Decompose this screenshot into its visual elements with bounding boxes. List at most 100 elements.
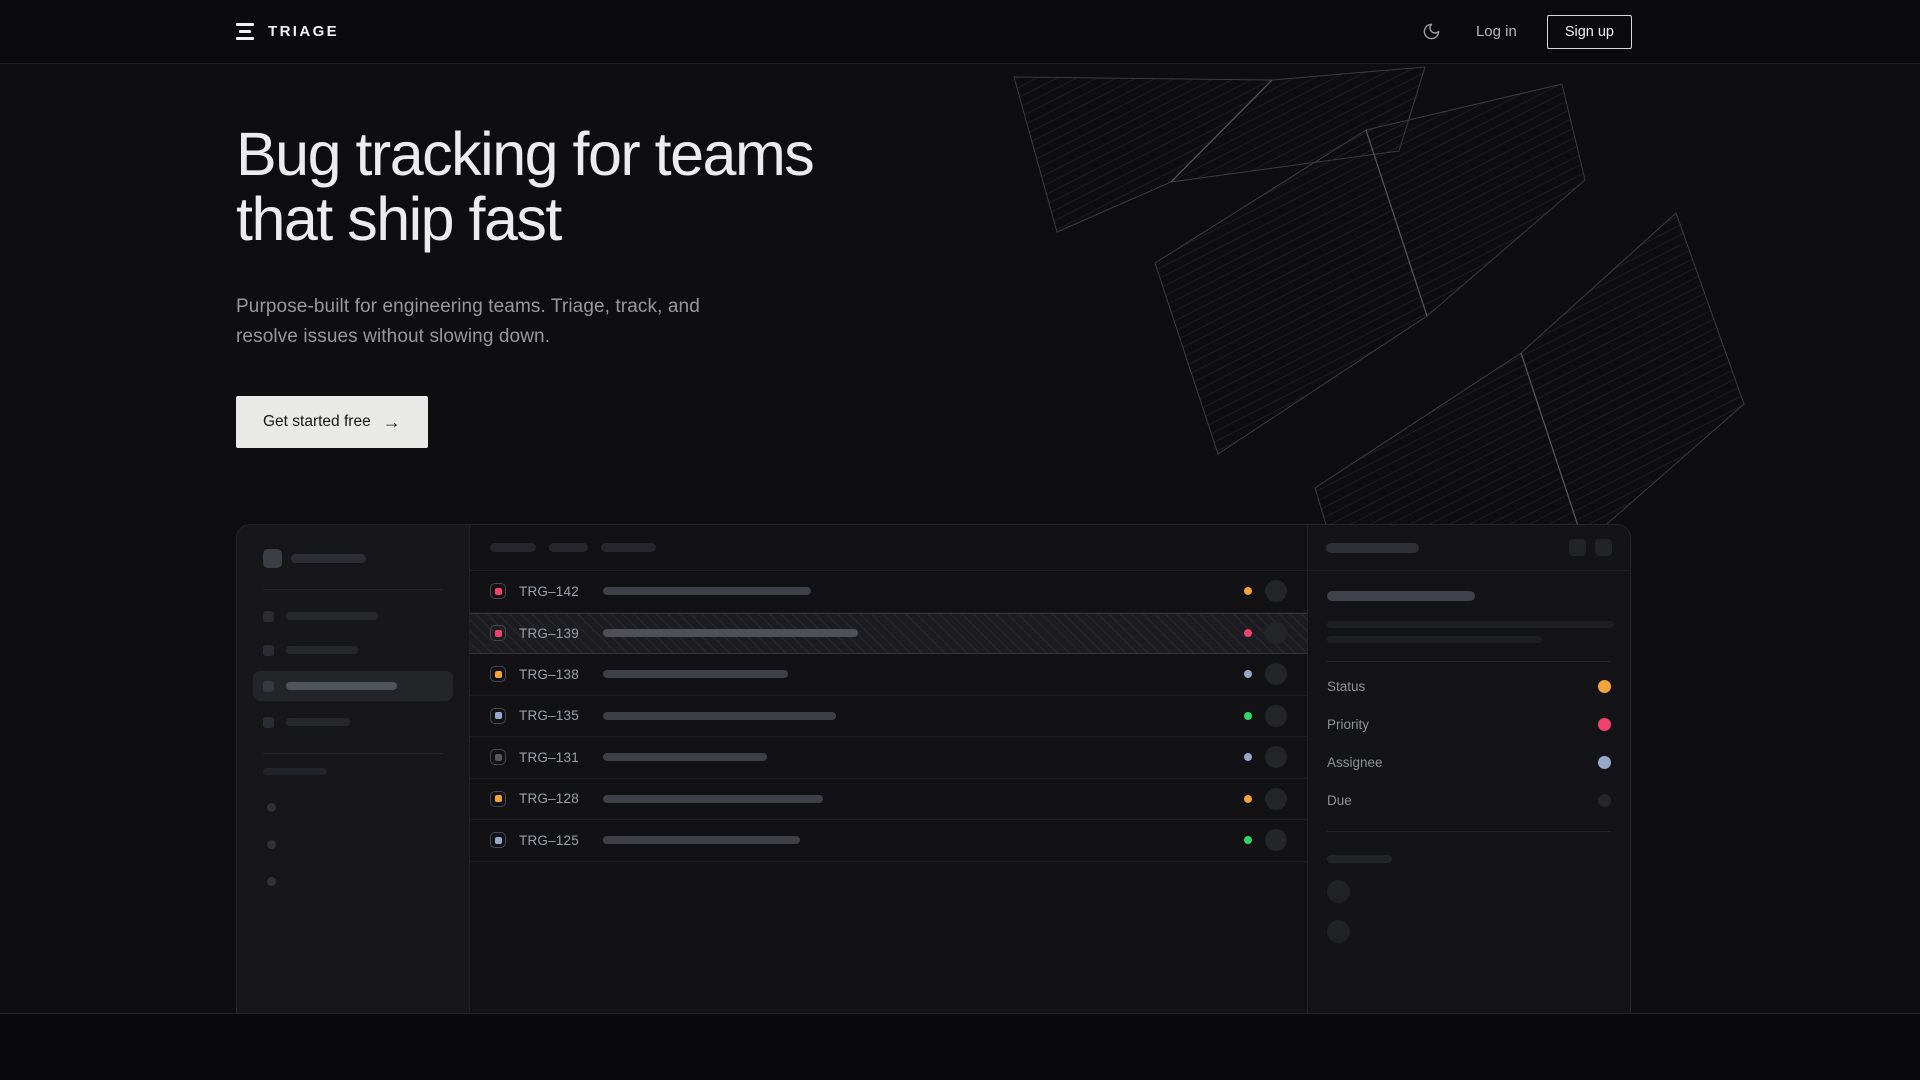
- status-dot: [1244, 587, 1252, 596]
- brand-logo[interactable]: TRIAGE: [236, 23, 339, 40]
- sidebar-dot-placeholder: [267, 876, 276, 886]
- issue-id: TRG–138: [519, 666, 579, 682]
- issue-row: TRG–139: [470, 612, 1307, 654]
- filter-tab-placeholder: [601, 543, 656, 552]
- sidebar-item-icon: [263, 716, 274, 728]
- detail-panel-header: [1308, 525, 1630, 571]
- issue-type-icon: [490, 666, 506, 683]
- detail-field-row: Due: [1327, 781, 1611, 819]
- panel-action-button-placeholder: [1569, 539, 1586, 556]
- arrow-right-icon: →: [382, 412, 401, 432]
- issue-id: TRG–142: [519, 583, 579, 599]
- issue-title-placeholder: [603, 587, 811, 596]
- description-line-placeholder: [1327, 621, 1614, 628]
- detail-field-row: Priority: [1327, 705, 1611, 743]
- issue-title-placeholder: [603, 794, 823, 803]
- get-started-button[interactable]: Get started free →: [236, 396, 428, 448]
- issue-id: TRG–135: [519, 708, 579, 724]
- status-dot: [1244, 711, 1252, 720]
- moon-icon: [1424, 23, 1440, 40]
- field-label: Status: [1327, 678, 1366, 694]
- issue-row: TRG–128: [470, 779, 1307, 820]
- section-label-placeholder: [263, 768, 327, 775]
- workspace-name-placeholder: [291, 554, 366, 563]
- detail-panel-footer: [1327, 855, 1611, 943]
- nav-actions: Log in Sign up: [1418, 14, 1632, 49]
- issue-row: TRG–135: [470, 696, 1307, 737]
- mockup-sidebar-nav: [253, 590, 453, 743]
- issue-type-icon: [490, 832, 506, 849]
- issue-type-icon: [490, 790, 506, 807]
- sidebar-item-icon: [263, 610, 274, 622]
- triage-logo-icon: [236, 23, 256, 40]
- issue-type-icon: [490, 707, 506, 724]
- issue-id: TRG–131: [519, 749, 579, 765]
- field-label: Due: [1327, 792, 1352, 808]
- issue-title-placeholder: [1327, 591, 1475, 601]
- brand-name: TRIAGE: [268, 23, 340, 40]
- issue-row: TRG–125: [470, 820, 1307, 862]
- sidebar-item-icon: [263, 644, 274, 656]
- divider: [1327, 831, 1611, 832]
- field-label: Assignee: [1327, 754, 1383, 770]
- issue-type-icon: [490, 625, 506, 642]
- issue-title-placeholder: [603, 711, 836, 720]
- issue-title-placeholder: [603, 836, 800, 845]
- status-dot: [1244, 836, 1252, 845]
- issue-list-header: [470, 525, 1307, 571]
- sidebar-item-active-placeholder: [253, 671, 453, 701]
- description-line-placeholder: [1327, 636, 1542, 643]
- issue-row: TRG–142: [470, 571, 1307, 613]
- divider: [1327, 661, 1611, 662]
- status-dot: [1244, 753, 1252, 762]
- assignee-avatar-placeholder: [1265, 622, 1287, 645]
- mockup-sidebar: [237, 525, 470, 1013]
- signup-button[interactable]: Sign up: [1546, 14, 1632, 49]
- filter-tab-placeholder: [549, 543, 588, 552]
- issue-type-icon: [490, 583, 506, 600]
- sidebar-item-placeholder: [253, 709, 453, 735]
- mockup-workspace-switcher: [263, 549, 443, 590]
- sidebar-dot-placeholder: [267, 839, 276, 849]
- issue-title-placeholder: [603, 753, 767, 762]
- panel-title-placeholder: [1326, 542, 1419, 553]
- field-value-dot: [1598, 755, 1611, 769]
- issue-title-placeholder: [603, 670, 788, 679]
- theme-toggle-button[interactable]: [1418, 18, 1446, 46]
- issue-row: TRG–138: [470, 654, 1307, 696]
- sidebar-dot-placeholder: [267, 802, 276, 812]
- issue-row: TRG–131: [470, 737, 1307, 779]
- top-nav: TRIAGE Log in Sign up: [0, 0, 1920, 64]
- filter-tab-placeholder: [490, 543, 536, 552]
- activity-label-placeholder: [1327, 855, 1392, 863]
- panel-action-button-placeholder: [1595, 539, 1612, 556]
- assignee-avatar-placeholder: [1265, 746, 1287, 769]
- status-dot: [1244, 629, 1252, 638]
- assignee-avatar-placeholder: [1265, 829, 1287, 852]
- assignee-avatar-placeholder: [1265, 787, 1287, 810]
- login-link[interactable]: Log in: [1475, 23, 1517, 40]
- assignee-avatar-placeholder: [1265, 663, 1287, 686]
- sidebar-item-icon: [263, 680, 274, 692]
- workspace-avatar: [263, 549, 282, 568]
- issue-id: TRG–139: [519, 625, 579, 641]
- sidebar-item-placeholder: [253, 637, 453, 663]
- activity-avatar-placeholder: [1327, 920, 1350, 943]
- status-dot: [1244, 794, 1252, 803]
- assignee-avatar-placeholder: [1265, 580, 1287, 603]
- issue-title-placeholder: [603, 629, 858, 638]
- sidebar-section: [263, 753, 443, 886]
- field-label: Priority: [1327, 716, 1370, 732]
- detail-field-row: Assignee: [1327, 743, 1611, 781]
- status-dot: [1244, 670, 1252, 679]
- field-value-dot: [1598, 793, 1611, 807]
- issue-id: TRG–128: [519, 791, 579, 807]
- activity-avatar-placeholder: [1327, 880, 1350, 903]
